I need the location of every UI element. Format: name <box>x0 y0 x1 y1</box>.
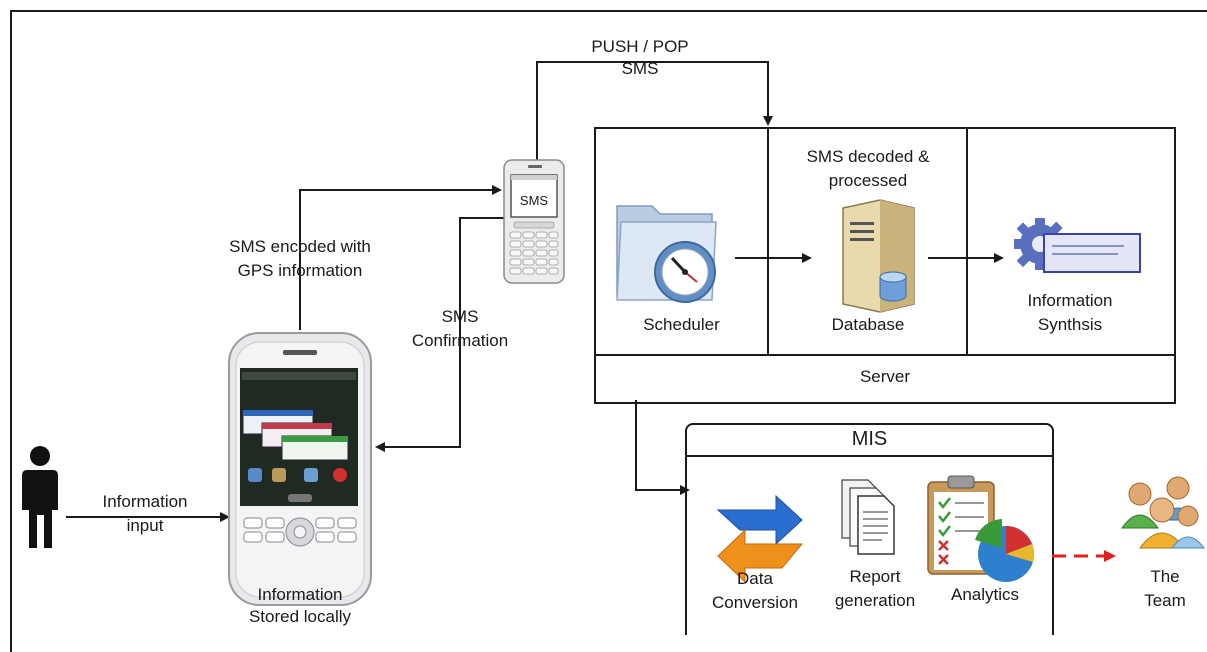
report-documents-icon <box>841 479 895 555</box>
sms-confirmation-label-line2: Confirmation <box>411 331 509 350</box>
sms-encoded-label-line1: SMS encoded with <box>229 237 371 256</box>
phone-screen-sms-label: SMS <box>519 193 549 208</box>
server-label: Server <box>859 367 911 386</box>
outer-frame <box>10 10 1207 652</box>
database-server-icon <box>842 199 915 313</box>
smartphone-icon <box>228 332 372 606</box>
diagram-canvas: PUSH / POP SMS SMS SMS encoded with GPS … <box>10 10 1207 652</box>
push-pop-label-line2: SMS <box>621 59 659 78</box>
team-people-icon <box>1121 476 1205 549</box>
database-label: Database <box>831 315 905 334</box>
information-input-label-line1: Information <box>102 492 188 511</box>
stored-locally-label-line1: Information <box>257 585 343 604</box>
team-label-line2: Team <box>1144 591 1186 610</box>
gear-document-icon <box>1014 218 1141 273</box>
sms-decoded-label-line2: processed <box>828 171 908 190</box>
server-divider-1 <box>767 129 769 354</box>
information-input-label-line2: input <box>126 516 164 535</box>
sms-encoded-label-line2: GPS information <box>237 261 363 280</box>
team-label-line1: The <box>1150 567 1180 586</box>
connector-layer <box>22 61 1205 606</box>
server-divider-horizontal <box>596 354 1174 356</box>
person-icon <box>22 446 58 548</box>
server-to-mis-arrow <box>635 400 690 495</box>
stored-locally-label-line2: Stored locally <box>248 607 352 626</box>
data-conversion-arrows-icon <box>716 494 804 584</box>
mis-label: MIS <box>851 428 888 450</box>
report-generation-label-line1: Report <box>849 567 901 586</box>
synthesis-label-line1: Information <box>1027 291 1113 310</box>
data-conversion-label-line2: Conversion <box>712 593 798 612</box>
push-pop-arrow <box>536 61 773 160</box>
scheduler-label: Scheduler <box>643 315 720 334</box>
mis-header-divider <box>687 455 1052 457</box>
feature-phone-icon <box>503 159 565 284</box>
synthesis-label-line2: Synthsis <box>1037 315 1103 334</box>
analytics-label: Analytics <box>950 585 1020 604</box>
server-divider-2 <box>966 129 968 354</box>
report-generation-label-line2: generation <box>834 591 916 610</box>
sms-confirmation-arrow <box>375 217 505 452</box>
analytics-clipboard-pie-icon <box>927 475 1035 582</box>
sms-confirmation-label-line1: SMS <box>441 307 479 326</box>
data-conversion-label-line1: Data <box>737 569 773 588</box>
sms-decoded-label-line1: SMS decoded & <box>806 147 930 166</box>
push-pop-label-line1: PUSH / POP <box>591 37 689 56</box>
sms-encoded-arrow <box>299 185 502 330</box>
scheduler-folder-clock-icon <box>616 205 717 303</box>
